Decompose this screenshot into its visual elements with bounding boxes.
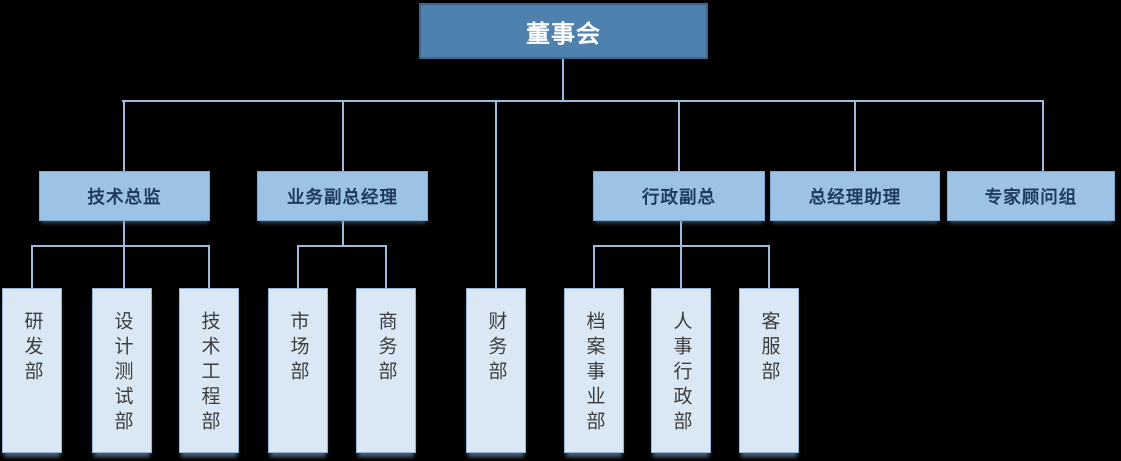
org-node-tech-engineering-dept[interactable]: 技术工程部 [179, 288, 239, 453]
org-node-label: 商务部 [375, 311, 397, 386]
connector-drop-expert [1042, 100, 1044, 171]
connector-business-drop1 [297, 245, 299, 288]
connector-admin-rail [593, 245, 770, 247]
org-node-rd-dept[interactable]: 研发部 [2, 288, 62, 453]
org-node-admin-deputy-gm[interactable]: 行政副总 [593, 171, 765, 221]
connector-drop-finance [495, 100, 497, 288]
connector-drop-gm-assistant [854, 100, 856, 171]
org-node-marketing-dept[interactable]: 市场部 [268, 288, 328, 453]
connector-drop-tech [123, 100, 125, 171]
org-node-label: 市场部 [287, 311, 309, 386]
org-node-label: 人事行政部 [670, 311, 692, 436]
connector-admin-drop1 [593, 245, 595, 288]
org-node-design-test-dept[interactable]: 设计测试部 [92, 288, 152, 453]
connector-admin-drop3 [768, 245, 770, 288]
org-node-label: 档案事业部 [583, 311, 605, 436]
connector-business-drop2 [385, 245, 387, 288]
org-node-hr-admin-dept[interactable]: 人事行政部 [651, 288, 711, 453]
org-node-business-deputy-gm[interactable]: 业务副总经理 [257, 171, 428, 221]
connector-business-rail [297, 245, 387, 247]
connector-tech-drop1 [31, 245, 33, 288]
org-node-customer-service-dept[interactable]: 客服部 [739, 288, 799, 453]
org-node-label: 客服部 [758, 311, 780, 386]
org-node-finance-dept[interactable]: 财务部 [466, 288, 526, 453]
org-node-tech-director[interactable]: 技术总监 [39, 171, 210, 221]
connector-business-stub [342, 221, 344, 247]
org-node-label: 设计测试部 [111, 311, 133, 436]
org-node-label: 研发部 [21, 311, 43, 386]
connector-trunk [122, 100, 1044, 102]
connector-tech-drop3 [208, 245, 210, 288]
connector-drop-admin [678, 100, 680, 171]
connector-admin-mid [680, 221, 682, 288]
org-node-board-of-directors[interactable]: 董事会 [419, 3, 708, 59]
org-node-commerce-dept[interactable]: 商务部 [356, 288, 416, 453]
org-node-gm-assistant[interactable]: 总经理助理 [770, 171, 940, 221]
connector-root-stub [562, 59, 564, 102]
org-node-archives-dept[interactable]: 档案事业部 [564, 288, 624, 453]
org-node-label: 财务部 [485, 311, 507, 386]
connector-tech-rail [31, 245, 210, 247]
org-node-label: 技术工程部 [198, 311, 220, 436]
org-node-expert-advisory-group[interactable]: 专家顾问组 [947, 171, 1115, 221]
connector-drop-business [342, 100, 344, 171]
connector-tech-mid [123, 221, 125, 288]
